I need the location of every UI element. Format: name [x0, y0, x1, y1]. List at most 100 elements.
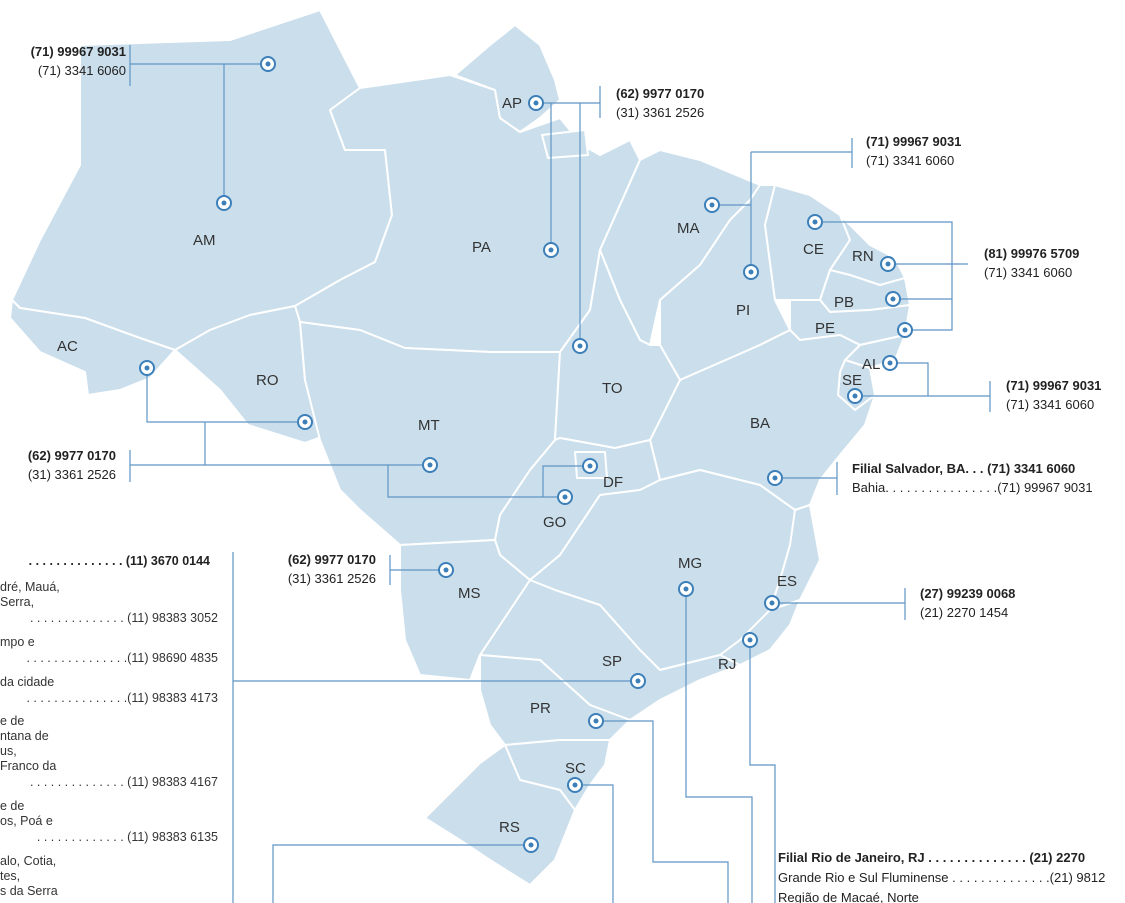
- phone-nw-primary[interactable]: (71) 99967 9031: [31, 44, 126, 59]
- label-pr: PR: [530, 700, 551, 717]
- marker-go: [557, 489, 573, 505]
- label-se: SE: [842, 372, 862, 389]
- connector-pr: [596, 720, 729, 903]
- marker-pe: [897, 322, 913, 338]
- connector-ap-pa-to: [536, 86, 601, 346]
- marker-pi: [743, 264, 759, 280]
- label-pe: PE: [815, 320, 835, 337]
- sp-line-10: us,: [0, 744, 17, 758]
- state-rj[interactable]: [719, 599, 801, 666]
- label-mt: MT: [418, 417, 440, 434]
- state-rs[interactable]: [424, 744, 576, 886]
- connector-ba: [775, 462, 838, 495]
- bahia-branch-line[interactable]: Bahia. . . . . . . . . . . . . . . .(71)…: [852, 480, 1093, 495]
- state-ac[interactable]: [9, 299, 176, 396]
- connector-rj: [749, 640, 776, 903]
- markers-layer: [139, 56, 913, 853]
- phone-ms-secondary[interactable]: (31) 3361 2526: [288, 571, 376, 586]
- label-al: AL: [862, 356, 880, 373]
- rj-branch-line1[interactable]: Grande Rio e Sul Fluminense . . . . . . …: [778, 870, 1105, 885]
- marker-pb: [885, 291, 901, 307]
- sp-line-5[interactable]: . . . . . . . . . . . . . . .(11) 98690 …: [26, 651, 218, 665]
- connector-sp: [232, 552, 638, 903]
- connector-rs: [272, 844, 531, 903]
- rj-branch-line2: Região de Macaé, Norte: [778, 890, 919, 903]
- marker-rj: [742, 632, 758, 648]
- connector-pi-ma: [712, 138, 853, 272]
- connector-al-se: [855, 362, 991, 412]
- state-ms[interactable]: [399, 539, 531, 681]
- sp-line-14: os, Poá e: [0, 814, 53, 828]
- marker-mg: [678, 581, 694, 597]
- label-go: GO: [543, 514, 566, 531]
- label-es: ES: [777, 573, 797, 590]
- phone-cw-secondary[interactable]: (31) 3361 2526: [28, 467, 116, 482]
- sp-line-12[interactable]: . . . . . . . . . . . . . . (11) 98383 4…: [30, 775, 218, 789]
- marker-to: [572, 338, 588, 354]
- marker-pr: [588, 713, 604, 729]
- label-sp: SP: [602, 653, 622, 670]
- sp-line-8: e de: [0, 714, 24, 728]
- marker-ba: [767, 470, 783, 486]
- contact-labels: (71) 99967 9031 (71) 3341 6060 (62) 9977…: [28, 44, 1102, 620]
- sp-line-17: tes,: [0, 869, 20, 883]
- marker-am: [216, 195, 232, 211]
- label-rs: RS: [499, 819, 520, 836]
- sp-line-7[interactable]: . . . . . . . . . . . . . . .(11) 98383 …: [26, 691, 218, 705]
- sp-line-4: mpo e: [0, 635, 35, 649]
- states-layer: [9, 9, 911, 886]
- label-ap: AP: [502, 95, 522, 112]
- phone-cw-primary[interactable]: (62) 9977 0170: [28, 448, 116, 463]
- phone-ap-secondary[interactable]: (31) 3361 2526: [616, 105, 704, 120]
- sp-line-2: Serra,: [0, 595, 34, 609]
- state-ap-island[interactable]: [541, 129, 589, 159]
- label-ms: MS: [458, 585, 481, 602]
- connector-cw: [129, 368, 590, 498]
- phone-al-secondary[interactable]: (71) 3341 6060: [1006, 397, 1094, 412]
- marker-sc: [567, 777, 583, 793]
- label-am: AM: [193, 232, 216, 249]
- state-labels: AM PA AP AC RO MT MA PI CE RN PB PE AL S…: [57, 95, 880, 836]
- connector-ms: [389, 555, 446, 585]
- sp-line-3[interactable]: . . . . . . . . . . . . . . (11) 98383 3…: [30, 611, 218, 625]
- connector-mg: [685, 589, 753, 903]
- marker-rr: [260, 56, 276, 72]
- marker-se: [847, 388, 863, 404]
- connector-sc: [575, 784, 614, 903]
- sp-line-6: da cidade: [0, 675, 54, 689]
- marker-pa: [543, 242, 559, 258]
- marker-ro: [297, 414, 313, 430]
- phone-es-secondary[interactable]: (21) 2270 1454: [920, 605, 1008, 620]
- phone-ne-secondary[interactable]: (71) 3341 6060: [984, 265, 1072, 280]
- phone-pi-secondary[interactable]: (71) 3341 6060: [866, 153, 954, 168]
- label-rn: RN: [852, 248, 874, 265]
- phone-ne-primary[interactable]: (81) 99976 5709: [984, 246, 1079, 261]
- label-ce: CE: [803, 241, 824, 258]
- sp-line-15[interactable]: . . . . . . . . . . . . . (11) 98383 613…: [37, 830, 218, 844]
- marker-ms: [438, 562, 454, 578]
- sp-line-0[interactable]: . . . . . . . . . . . . . . (11) 3670 01…: [29, 554, 210, 568]
- bahia-branch-title[interactable]: Filial Salvador, BA. . . (71) 3341 6060: [852, 461, 1075, 476]
- marker-es: [764, 595, 780, 611]
- phone-ms-primary[interactable]: (62) 9977 0170: [288, 552, 376, 567]
- phone-pi-primary[interactable]: (71) 99967 9031: [866, 134, 961, 149]
- label-sc: SC: [565, 760, 586, 777]
- phone-al-primary[interactable]: (71) 99967 9031: [1006, 378, 1101, 393]
- marker-ap: [528, 95, 544, 111]
- phone-ap-primary[interactable]: (62) 9977 0170: [616, 86, 704, 101]
- label-rj: RJ: [718, 656, 736, 673]
- phone-es-primary[interactable]: (27) 99239 0068: [920, 586, 1015, 601]
- label-ma: MA: [677, 220, 700, 237]
- phone-nw-secondary[interactable]: (71) 3341 6060: [38, 63, 126, 78]
- label-pa: PA: [472, 239, 491, 256]
- marker-ce: [807, 214, 823, 230]
- connector-am: [129, 45, 268, 203]
- rj-branch: Filial Rio de Janeiro, RJ . . . . . . . …: [778, 850, 1105, 903]
- sp-branch-list: . . . . . . . . . . . . . . (11) 3670 01…: [0, 554, 218, 898]
- connector-ne: [815, 221, 968, 331]
- marker-mt: [422, 457, 438, 473]
- label-ro: RO: [256, 372, 279, 389]
- sp-line-1: dré, Mauá,: [0, 580, 60, 594]
- marker-rn: [880, 256, 896, 272]
- rj-branch-title[interactable]: Filial Rio de Janeiro, RJ . . . . . . . …: [778, 850, 1085, 865]
